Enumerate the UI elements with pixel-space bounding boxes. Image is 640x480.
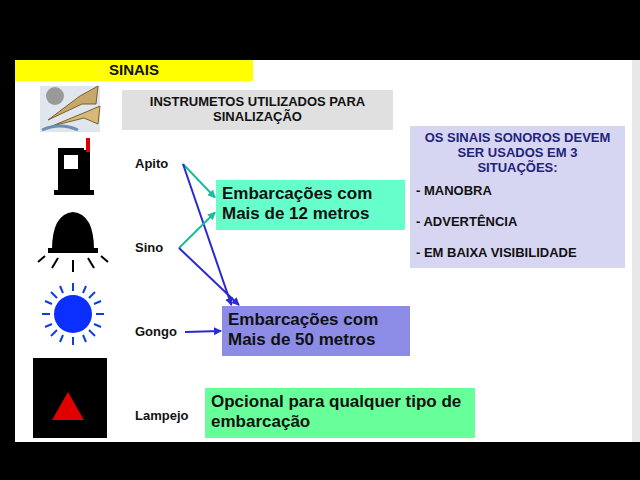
instrument-label: Lampejo <box>133 407 195 425</box>
optional-box: Opcional para qualquer tipo de embarcaçã… <box>205 388 475 438</box>
node-text: Apito <box>135 156 179 171</box>
situations-box: OS SINAIS SONOROS DEVEM SER USADOS EM 3 … <box>410 126 625 268</box>
size-box: Embarcações com Mais de 12 metros <box>216 180 405 230</box>
instrument-label: Gongo <box>133 323 183 341</box>
list-item: - EM BAIXA VISIBILIDADE <box>416 245 619 260</box>
arrow-connector <box>185 331 221 332</box>
node-text: INSTRUMETOS UTILIZADOS PARA SINALIZAÇÃO <box>130 94 385 124</box>
arrow-connector <box>179 213 215 249</box>
horn-icon <box>40 86 100 132</box>
list-item: - MANOBRA <box>416 183 619 198</box>
node-text: Opcional para qualquer tipo de embarcaçã… <box>211 392 469 432</box>
title-band: SINAIS <box>15 60 253 81</box>
arrow-connector <box>179 248 239 305</box>
node-text: Embarcações com Mais de 12 metros <box>222 184 399 224</box>
node-text: Embarcações com Mais de 50 metros <box>228 310 404 350</box>
list-item: - ADVERTÊNCIA <box>416 214 619 229</box>
whistle-icon <box>54 138 94 195</box>
node-text: Sino <box>135 240 175 255</box>
instrument-label: Apito <box>133 155 181 173</box>
bell-icon <box>38 212 108 272</box>
node-text: Lampejo <box>135 408 193 423</box>
instrument-label: Sino <box>133 239 177 257</box>
heading-box: INSTRUMETOS UTILIZADOS PARA SINALIZAÇÃO <box>122 90 393 130</box>
node-text: OS SINAIS SONOROS DEVEM SER USADOS EM 3 … <box>416 130 619 175</box>
flash-icon <box>33 358 107 438</box>
node-text: Gongo <box>135 324 181 339</box>
node-text: SINAIS <box>21 61 247 78</box>
size-box: Embarcações com Mais de 50 metros <box>222 306 410 356</box>
side-strip <box>632 60 640 442</box>
gong-icon <box>42 283 104 345</box>
